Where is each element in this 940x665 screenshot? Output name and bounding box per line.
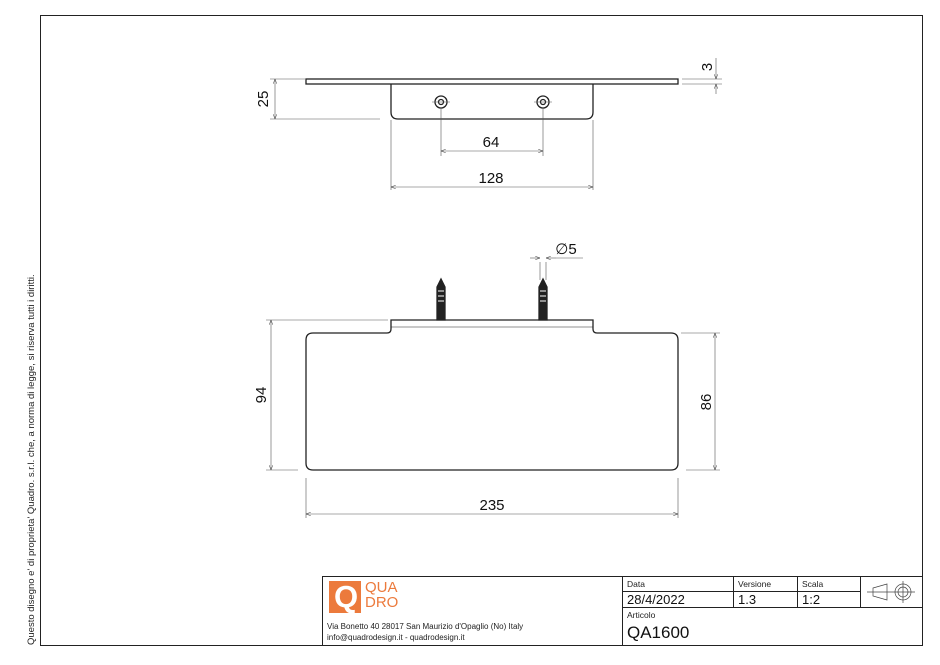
dim-overall-height: 94 bbox=[253, 387, 270, 404]
article-cell: Articolo QA1600 bbox=[627, 610, 690, 642]
dim-overall-width: 235 bbox=[479, 497, 504, 514]
dim-screw-diameter: ∅5 bbox=[555, 241, 576, 258]
dim-top-height: 25 bbox=[255, 91, 272, 108]
top-view bbox=[305, 78, 679, 120]
first-angle-projection-icon bbox=[867, 581, 915, 603]
quadro-logo-icon: Q bbox=[329, 581, 361, 613]
title-block: Q QUA DRO Via Bonetto 40 28017 San Mauri… bbox=[322, 576, 923, 646]
company-address: Via Bonetto 40 28017 San Maurizio d'Opag… bbox=[327, 622, 524, 642]
dim-bracket-width: 128 bbox=[478, 170, 503, 187]
wall-plug-icon bbox=[436, 277, 446, 321]
dim-thickness: 3 bbox=[699, 63, 716, 71]
projection-cell bbox=[861, 577, 922, 608]
date-cell: Data 28/4/2022 bbox=[623, 577, 734, 608]
version-cell: Versione 1.3 bbox=[734, 577, 798, 608]
front-view bbox=[305, 277, 679, 471]
logo-wordmark: QUA DRO bbox=[365, 579, 399, 611]
dim-body-height: 86 bbox=[698, 394, 715, 411]
dim-hole-spacing: 64 bbox=[483, 134, 500, 151]
company-cell: Q QUA DRO Via Bonetto 40 28017 San Mauri… bbox=[323, 577, 623, 645]
scale-cell: Scala 1:2 bbox=[798, 577, 861, 608]
wall-plug-icon bbox=[538, 277, 548, 321]
